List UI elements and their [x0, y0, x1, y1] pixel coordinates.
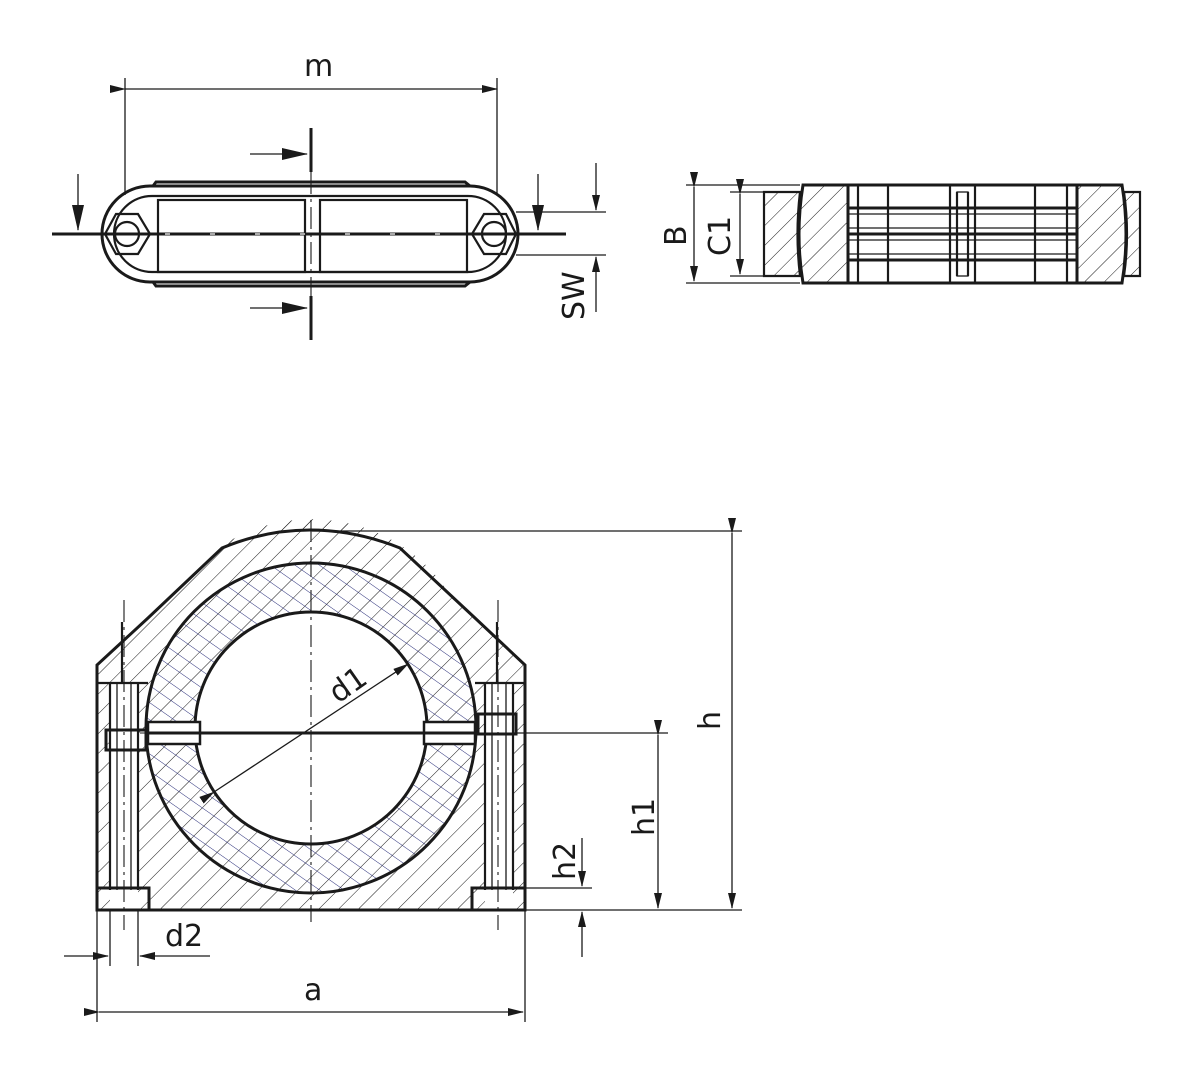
side-view: B C1 — [659, 172, 1142, 285]
label-c1: C1 — [703, 216, 738, 256]
top-view: m SW — [52, 49, 606, 340]
label-a: a — [304, 973, 322, 1008]
label-h1: h1 — [627, 798, 662, 836]
label-m: m — [304, 49, 333, 84]
front-section-view: d1 h h1 h2 d2 a — [64, 518, 742, 1022]
label-d2: d2 — [165, 919, 203, 954]
label-sw: SW — [557, 271, 592, 320]
label-h2: h2 — [548, 842, 583, 880]
label-b: B — [659, 225, 694, 246]
label-h: h — [693, 711, 728, 730]
